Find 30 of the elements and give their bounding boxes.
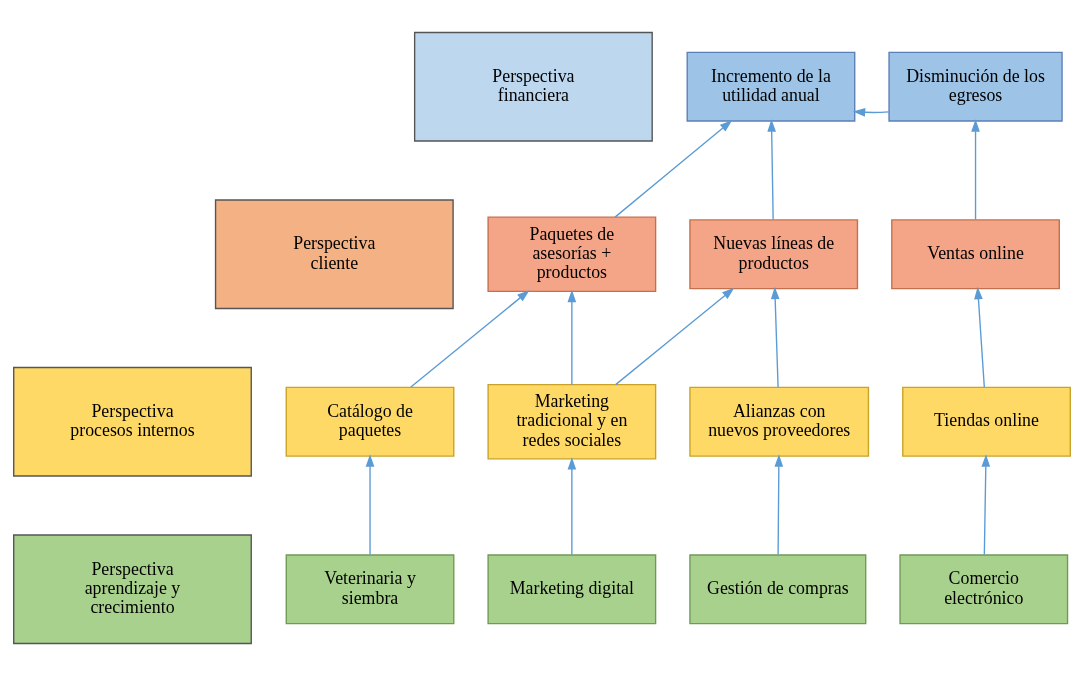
node-box: Alianzas con nuevos proveedores [689,386,870,457]
arrow [770,286,780,388]
arrow [974,286,985,388]
arrow [567,289,577,385]
node-box: Gestión de compras [689,553,867,624]
node-box: Paquetes de asesorías + productos [487,216,657,292]
arrow [410,289,530,388]
node-box: Veterinaria y siembra [285,553,455,624]
arrow [981,453,991,555]
node-box: Disminución de los egresos [888,51,1063,122]
arrow [615,287,735,385]
node-box: Nuevas líneas de productos [689,218,859,289]
node-box: Incremento de la utilidad anual [686,51,856,122]
arrow [767,118,776,220]
node-box: Catálogo de paquetes [285,386,455,457]
node-box: Perspectiva cliente [214,198,454,309]
node-box: Perspectiva aprendizaje y crecimiento [13,533,252,644]
arrow [614,119,733,218]
arrow [852,107,890,117]
node-box: Marketing tradicional y en redes sociales [487,383,657,459]
arrow [365,453,375,555]
arrow [567,456,577,555]
node-box: Comercio electrónico [899,553,1069,624]
node-box: Ventas online [891,218,1060,289]
arrow [774,453,784,555]
node-box: Marketing digital [487,553,657,624]
node-box: Tiendas online [902,386,1071,457]
node-box: Perspectiva financiera [413,31,653,142]
arrow [971,118,980,220]
node-box: Perspectiva procesos internos [13,366,252,477]
